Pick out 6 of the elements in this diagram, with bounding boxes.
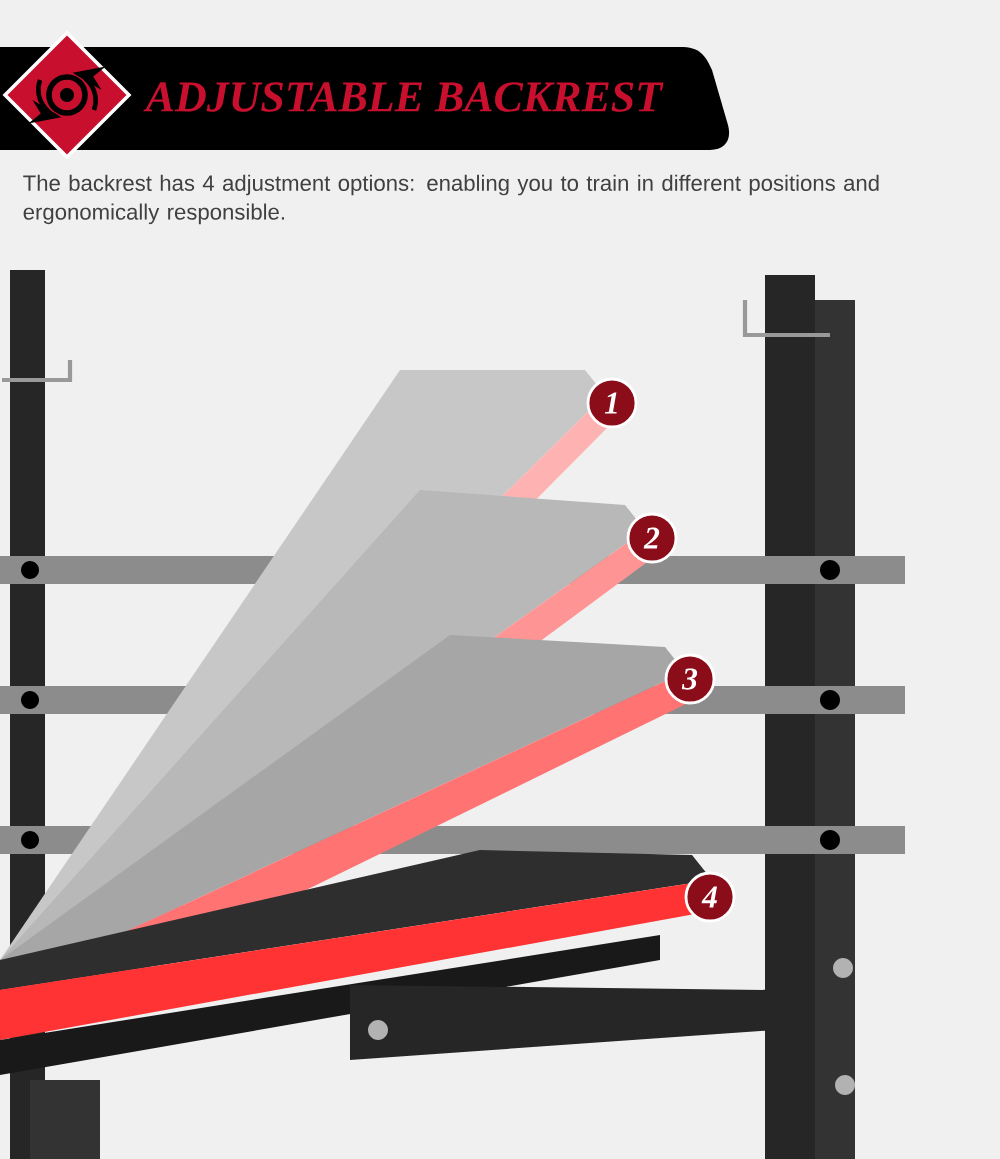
title: ADJUSTABLE BACKREST <box>143 82 664 112</box>
number-badge: 1 <box>586 377 638 429</box>
number-badge: 3 <box>664 653 716 705</box>
number-badge: 2 <box>626 512 678 564</box>
number-badge: 4 <box>684 871 736 923</box>
description-text: The backrest has 4 adjustment options: enabling you to train in different positions and ergonomically responsible. <box>23 174 879 225</box>
